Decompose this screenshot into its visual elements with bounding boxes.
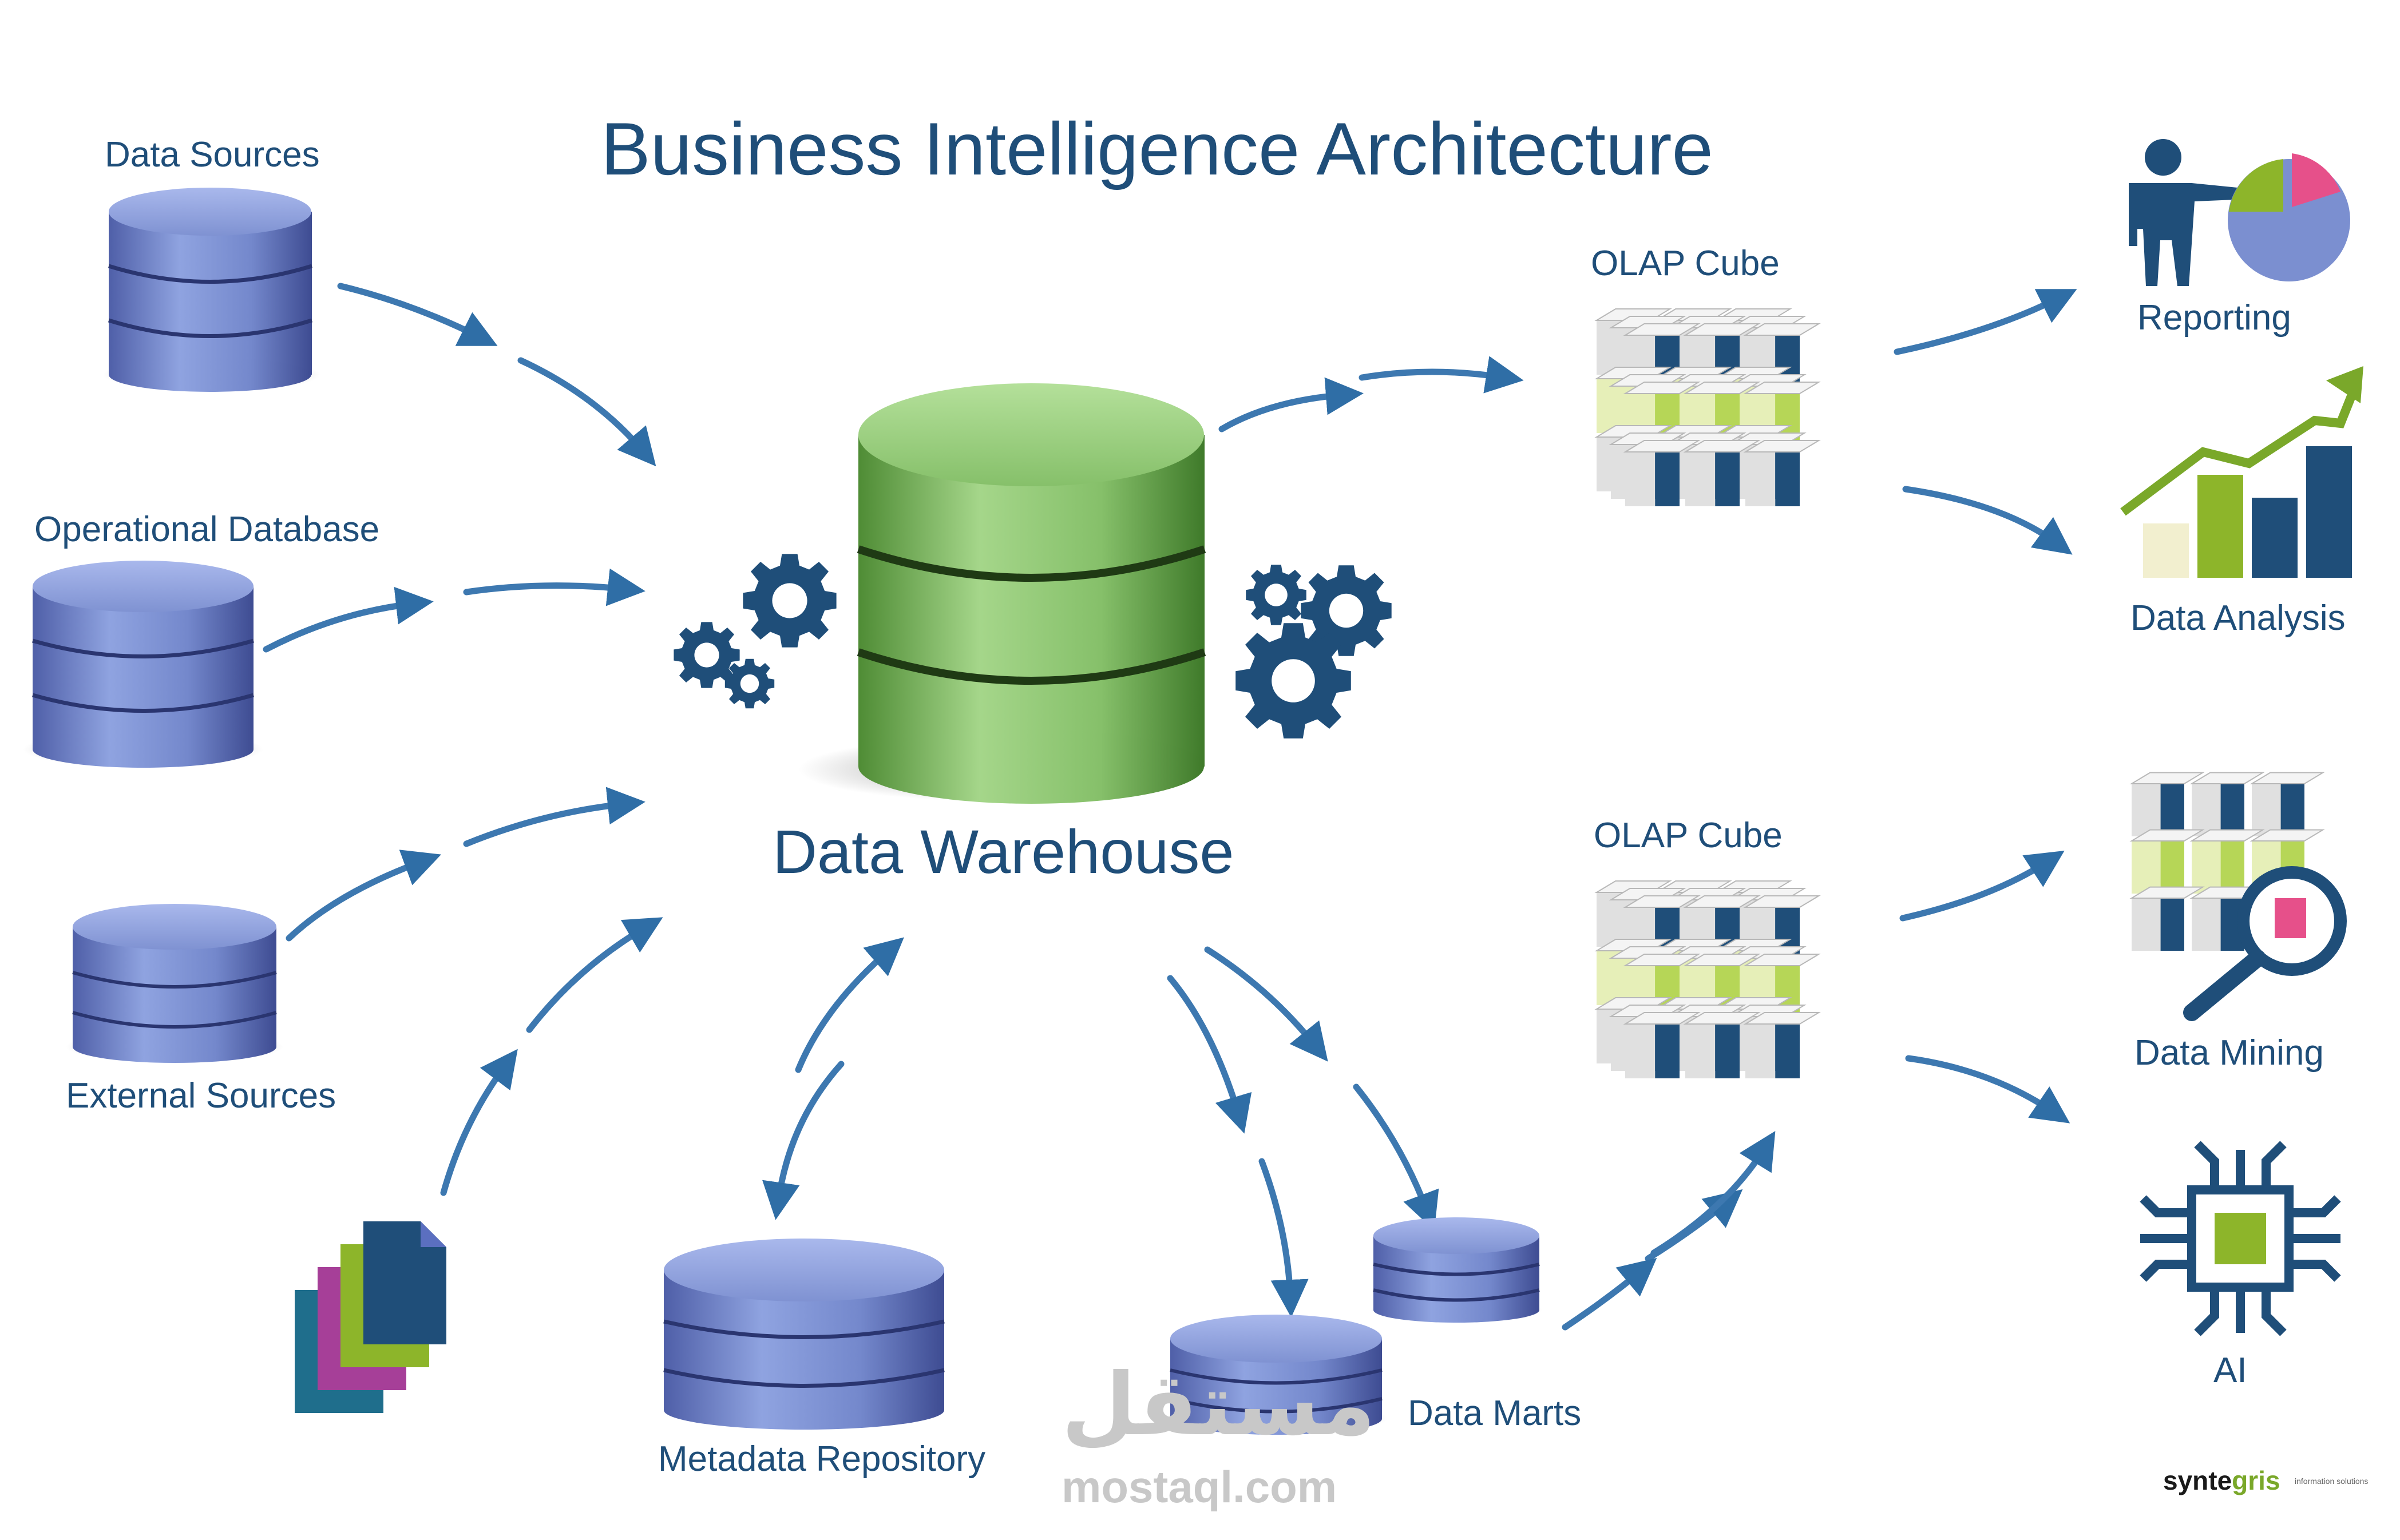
- logo-name-b: gris: [2232, 1466, 2280, 1495]
- logo-name-a: synte: [2163, 1466, 2232, 1495]
- data-mining-icon: [2129, 772, 2347, 1021]
- arrow-olap-analysis: [1902, 486, 2073, 555]
- arrow-olap-reporting: [1894, 289, 2077, 355]
- arrow-dw-marts-3: [1204, 946, 1328, 1062]
- reporting-icon: [2129, 139, 2350, 286]
- arrow-dw-marts-2: [1258, 1158, 1309, 1317]
- label-data-analysis: Data Analysis: [2130, 598, 2346, 638]
- label-data-marts: Data Marts: [1408, 1394, 1582, 1433]
- arrow-docs-1: [440, 1049, 518, 1196]
- db-operational: [23, 561, 263, 768]
- arrow-metadata-up: [795, 937, 904, 1073]
- data-analysis-icon: [2120, 366, 2363, 578]
- db-data-warehouse: [798, 383, 1206, 804]
- label-operational-database: Operational Database: [34, 510, 380, 549]
- olap-cube-top-icon: [1594, 308, 1821, 506]
- db-metadata: [663, 1239, 945, 1430]
- watermark-arabic: مستقل: [1062, 1356, 1376, 1452]
- olap-cube-bottom-icon: [1594, 880, 1821, 1078]
- arrow-dw-marts-1: [1167, 975, 1252, 1134]
- logo-tagline: information solutions: [2295, 1477, 2369, 1486]
- arrow-olap-ai: [1905, 1055, 2070, 1124]
- label-ai: AI: [2213, 1351, 2247, 1390]
- watermark-url: mostaql.com: [1062, 1462, 1337, 1512]
- arrow-datasources-2: [517, 357, 656, 467]
- arrow-operational-2: [463, 568, 645, 606]
- label-external-sources: External Sources: [66, 1076, 336, 1116]
- db-data-mart-large: [1165, 1315, 1388, 1435]
- page-title: Business Intelligence Architecture: [601, 107, 1713, 190]
- arrow-olap-mining: [1899, 851, 2065, 922]
- flow-arrows: [263, 283, 2077, 1331]
- syntegris-logo: syntegris: [2163, 1467, 2280, 1494]
- ai-chip-icon: [2140, 1141, 2341, 1336]
- documents-icon: [295, 1221, 446, 1413]
- label-olap-cube-bottom: OLAP Cube: [1594, 816, 1783, 855]
- arrow-dw-olap-1: [1218, 377, 1364, 432]
- db-data-sources: [103, 188, 320, 392]
- arrow-olap-marts-1: [1650, 1130, 1776, 1256]
- arrow-external-1: [286, 850, 441, 942]
- arrow-metadata-down: [762, 1061, 845, 1220]
- arrow-datasources-1: [337, 283, 498, 346]
- label-metadata-repository: Metadata Repository: [658, 1439, 986, 1479]
- gears-right-icon: [1235, 565, 1392, 739]
- arrow-docs-2: [526, 917, 663, 1033]
- arrow-dw-olap-2: [1359, 356, 1524, 394]
- label-reporting: Reporting: [2137, 298, 2291, 338]
- arrow-dw-marts-4: [1353, 1083, 1439, 1231]
- db-external: [66, 904, 283, 1063]
- label-data-warehouse: Data Warehouse: [773, 817, 1234, 886]
- label-data-mining: Data Mining: [2134, 1033, 2324, 1073]
- arrow-external-2: [463, 787, 645, 847]
- gears-left-icon: [674, 554, 837, 709]
- arrow-operational-1: [263, 586, 434, 653]
- label-data-sources: Data Sources: [105, 135, 320, 174]
- arrow-marts-olap-2: [1562, 1257, 1657, 1331]
- db-data-mart-small: [1371, 1217, 1542, 1323]
- label-olap-cube-top: OLAP Cube: [1591, 244, 1780, 283]
